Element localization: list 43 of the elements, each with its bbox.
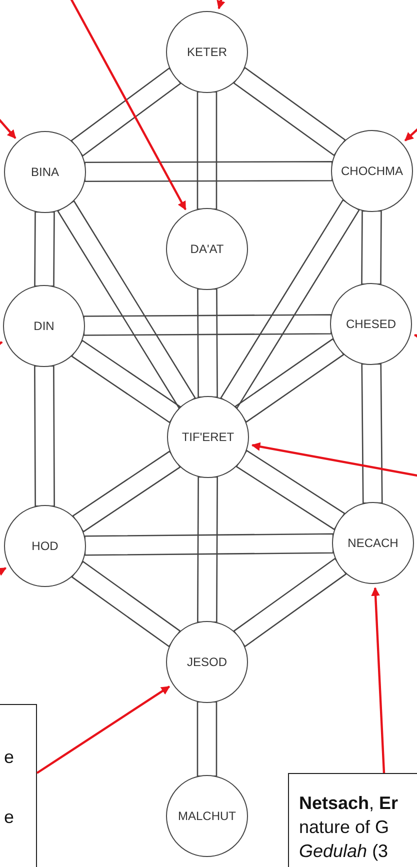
sefira-label: HOD [32, 539, 58, 553]
arrow [0, 567, 7, 576]
sefira-circle [331, 130, 413, 212]
path-channel [220, 199, 360, 409]
sefira-circle [166, 621, 248, 703]
sefira-circle [167, 396, 249, 478]
path-channel [34, 365, 55, 507]
path-channel [70, 340, 182, 424]
sefira-label: MALCHUT [178, 809, 236, 823]
path-channel [232, 66, 346, 156]
arrow [36, 686, 170, 774]
path-channel [56, 200, 196, 409]
path-channel [197, 476, 218, 623]
sefira-label: NECACH [348, 536, 398, 550]
sefira-circle [166, 11, 248, 93]
arrow [0, 116, 16, 139]
arrow [404, 126, 417, 142]
path-channel [232, 558, 348, 648]
arrow [69, 0, 186, 210]
path-channel [361, 363, 383, 504]
sefira-label: JESOD [186, 655, 227, 669]
path-channel [196, 91, 218, 210]
path-channel [236, 450, 346, 530]
arrow [251, 442, 417, 478]
path-channel [70, 67, 182, 157]
sefira-label: DIN [34, 319, 54, 333]
note-text: e [4, 746, 14, 769]
path-channel [84, 160, 333, 182]
sefira-label: DA'AT [190, 242, 224, 256]
note-text: Netsach, Er nature of G Gedulah (3 [299, 792, 400, 863]
sefira-label: TIF'ERET [182, 430, 234, 444]
path-channel [84, 533, 334, 556]
sefira-label: CHESED [346, 317, 396, 331]
arrow [216, 0, 226, 10]
path-channel [72, 450, 182, 533]
path-channel [83, 314, 332, 336]
arrow [371, 587, 386, 774]
sefira-label: BINA [30, 165, 59, 179]
sefira-label: CHOCHMA [341, 164, 403, 178]
path-channel [70, 560, 182, 648]
note-text: e [4, 806, 14, 829]
sefira-label: KETER [186, 45, 227, 59]
path-channel [234, 338, 345, 423]
